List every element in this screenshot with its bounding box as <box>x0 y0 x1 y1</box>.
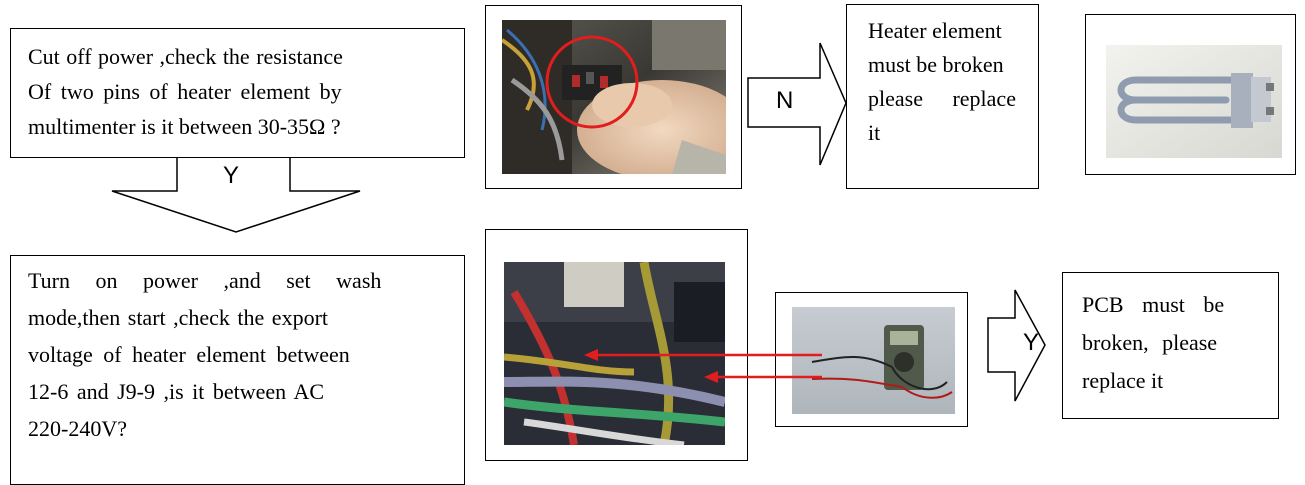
step1-line-3: multimenter is it between 30-35Ω ? <box>28 114 341 139</box>
result1-line-4: it <box>868 120 881 145</box>
result2-line-1: PCB must be <box>1082 292 1225 317</box>
heater-photo-frame <box>1085 14 1296 175</box>
step2-line-4: 12-6 and J9-9 ,is it between AC <box>28 379 325 404</box>
step1-text: Cut off power ,check the resistance Of t… <box>28 39 458 144</box>
result2-box: PCB must be broken, please replace it <box>1062 272 1279 419</box>
heater-element-photo <box>1106 45 1282 158</box>
step1-line-1: Cut off power ,check the resistance <box>28 44 343 69</box>
result2-line-2: broken, please <box>1082 330 1218 355</box>
red-arrow-lower-head <box>704 371 718 383</box>
step1-line-2: Of two pins of heater element by <box>28 79 342 104</box>
step1-box: Cut off power ,check the resistance Of t… <box>10 28 465 158</box>
step2-line-5: 220-240V? <box>28 416 127 441</box>
step2-line-3: voltage of heater element between <box>28 342 350 367</box>
result1-line-2: must be broken <box>868 52 1004 77</box>
step2-text: Turn on power ,and set wash mode,then st… <box>28 262 458 447</box>
right-arrow-n-shape <box>747 42 847 166</box>
right-arrow-n-label: N <box>776 87 794 114</box>
step2-box: Turn on power ,and set wash mode,then st… <box>10 255 465 485</box>
result1-line-1: Heater element <box>868 18 1002 43</box>
result1-line-3: please replace <box>868 86 1016 111</box>
step2-line-2: mode,then start ,check the export <box>28 305 329 330</box>
wiring-photo-frame <box>485 5 742 189</box>
result1-box: Heater element must be broken please rep… <box>846 4 1039 189</box>
multimeter-photo <box>792 307 955 414</box>
wiring-with-red-circle-photo <box>502 20 726 174</box>
multimeter-photo-frame <box>775 292 968 427</box>
pcb-wiring-photo <box>504 262 725 445</box>
right-arrow-y-label: Y <box>1023 329 1040 356</box>
red-arrow-upper-head <box>584 349 598 361</box>
down-arrow-label: Y <box>223 162 240 189</box>
step2-line-1: Turn on power ,and set wash <box>28 268 382 293</box>
right-arrow-y-shape <box>987 289 1046 402</box>
result2-line-3: replace it <box>1082 368 1164 393</box>
result2-text: PCB must be broken, please replace it <box>1082 286 1270 400</box>
down-arrow-shape <box>111 158 361 233</box>
result1-text: Heater element must be broken please rep… <box>868 14 1030 150</box>
pcb-photo-frame <box>485 229 748 461</box>
